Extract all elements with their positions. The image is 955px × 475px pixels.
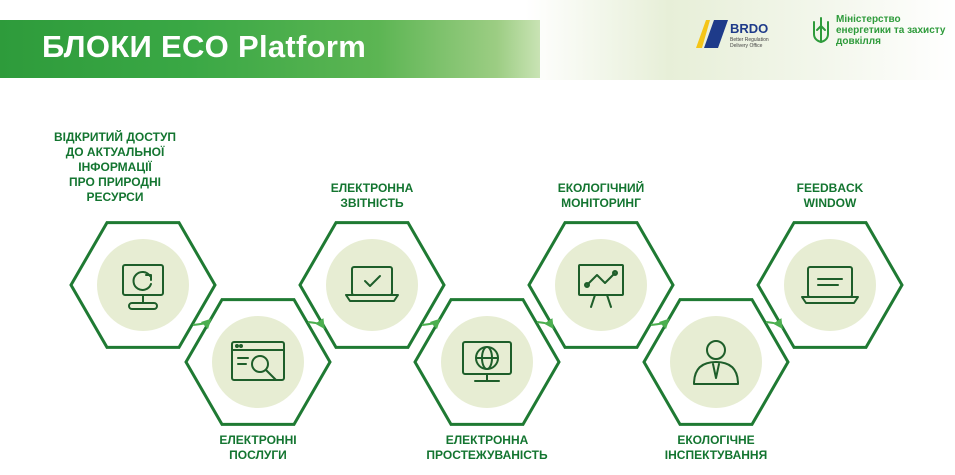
brdo-logo-name: BRDO (730, 21, 769, 36)
block-label: ЕЛЕКТРОННА ПРОСТЕЖУВАНІСТЬ (426, 433, 548, 462)
page-title: БЛОКИ ECO Platform (42, 29, 367, 64)
trident-icon (813, 17, 829, 44)
flow-connector-arrow (192, 318, 212, 330)
laptop-check-icon (345, 266, 399, 302)
block-icon-circle (441, 316, 533, 408)
flow-connector-arrow (307, 318, 325, 330)
brdo-mark-icon (696, 20, 728, 48)
block-label: ЕЛЕКТРОННА ЗВІТНІСТЬ (330, 181, 414, 210)
block-label: ЕКОЛОГІЧНЕ ІНСПЕКТУВАННЯ (664, 433, 768, 462)
chart-board-icon (578, 264, 624, 308)
block-icon-circle (97, 239, 189, 331)
title-bar (0, 20, 540, 78)
inspector-person-icon (693, 340, 739, 385)
ministry-logo: Міністерство енергетики та захисту довкі… (810, 14, 945, 54)
brdo-logo-tagline: Better Regulation Delivery Office (730, 37, 769, 49)
block-label: ВІДКРИТИЙ ДОСТУП ДО АКТУАЛЬНОЇ ІНФОРМАЦІ… (53, 130, 177, 204)
flow-connector-arrow (650, 318, 670, 330)
laptop-message-icon (801, 266, 859, 304)
block-label: FEEDBACK WINDOW (796, 181, 864, 210)
block-hexagon (413, 298, 561, 426)
monitor-globe-icon (462, 341, 512, 382)
block-icon-circle (555, 239, 647, 331)
flow-connector-arrow (536, 318, 554, 330)
flow-connector-arrow (765, 318, 783, 330)
flow-connector-arrow (421, 318, 441, 330)
browser-search-icon (231, 341, 285, 381)
block-hexagon (69, 221, 217, 349)
block-icon-circle (212, 316, 304, 408)
monitor-refresh-icon (122, 264, 164, 310)
block-hexagon (527, 221, 675, 349)
brdo-logo: BRDO Better Regulation Delivery Office (692, 14, 782, 54)
block-label: ЕЛЕКТРОННІ ПОСЛУГИ (219, 433, 297, 462)
block-hexagon (184, 298, 332, 426)
block-label: ЕКОЛОГІЧНИЙ МОНІТОРИНГ (557, 181, 645, 210)
ministry-name: Міністерство енергетики та захисту довкі… (836, 14, 946, 47)
